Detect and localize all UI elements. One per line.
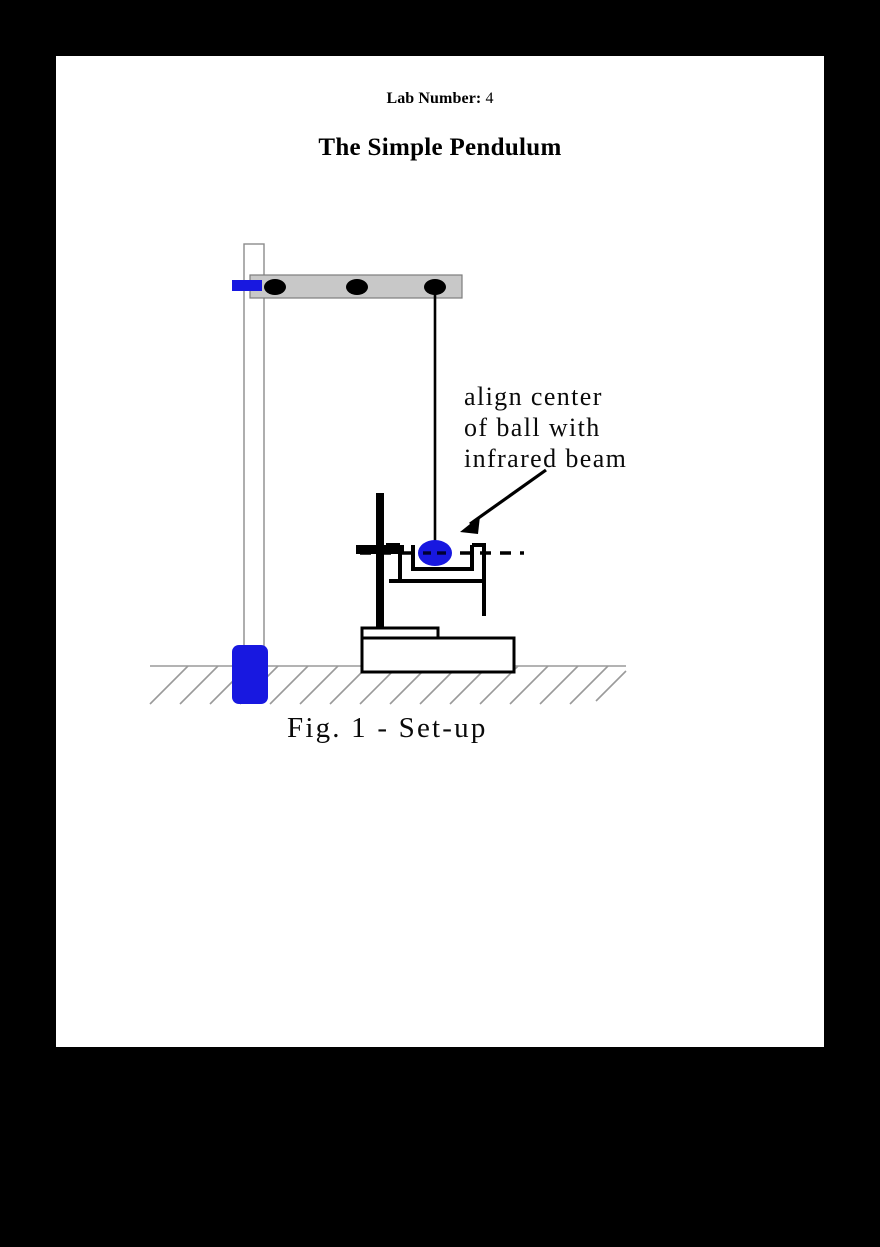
photogate-crossbar: [356, 545, 404, 554]
horizontal-bar: [249, 274, 463, 299]
annotation-line-1: align center: [464, 382, 603, 411]
document-page: Lab Number: 4 The Simple Pendulum: [56, 56, 824, 1047]
bar-hole-1: [264, 279, 286, 295]
pendulum-ball: [418, 540, 452, 566]
photogate: [386, 543, 486, 616]
lab-number-label: Lab Number:: [386, 90, 482, 107]
figure-setup-diagram: align center of ball with infrared beam …: [56, 56, 824, 1047]
annotation-arrow: [460, 468, 547, 534]
support-pole: [243, 243, 265, 677]
photogate-base: [360, 626, 516, 674]
annotation-line-3: infrared beam: [464, 444, 628, 473]
bar-hole-2: [346, 279, 368, 295]
page-title: The Simple Pendulum: [318, 134, 562, 161]
figure-caption: Fig. 1 - Set-up: [287, 712, 488, 744]
lab-number-value: 4: [485, 90, 494, 107]
photogate-rod: [376, 493, 384, 633]
pole-clamp: [232, 280, 262, 291]
lab-number-heading: Lab Number: 4: [56, 90, 824, 108]
figure-svg: [149, 243, 627, 705]
pole-base: [232, 645, 268, 704]
annotation-line-2: of ball with: [464, 413, 601, 442]
